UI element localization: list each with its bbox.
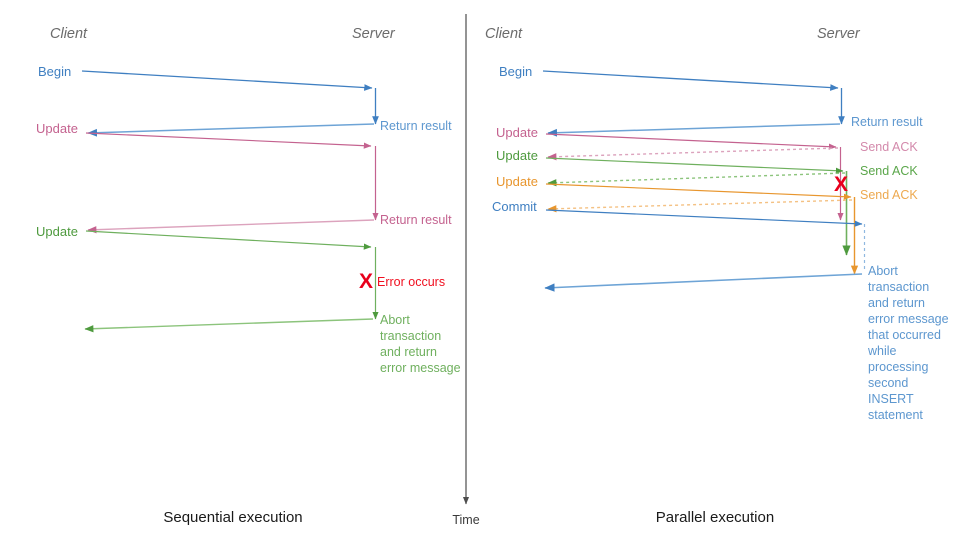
right-message-abort: Abort transaction and return error messa… xyxy=(544,264,949,422)
right-abort-note-line-5: that occurred xyxy=(868,328,941,342)
left-update-2-label: Update xyxy=(36,224,78,239)
right-ack-2: Send ACK xyxy=(547,164,918,187)
right-panel-caption: Parallel execution xyxy=(656,509,774,526)
right-abort-note-line-1: Abort xyxy=(868,264,898,278)
right-abort-note-line-8: second xyxy=(868,376,908,390)
right-ack-1-dotted-arrow xyxy=(547,147,839,161)
right-message-update-1: Update xyxy=(496,125,837,150)
right-abort-arrow xyxy=(544,273,863,292)
left-message-begin: Begin xyxy=(38,64,373,91)
left-message-return-result-1: Return result xyxy=(87,119,452,137)
right-update-1-arrow xyxy=(545,133,837,150)
right-server-lane-header: Server xyxy=(817,26,861,42)
right-abort-note-line-3: and return xyxy=(868,296,925,310)
right-send-ack-1-note: Send ACK xyxy=(860,140,918,154)
right-abort-note-line-10: statement xyxy=(868,408,923,422)
left-panel: Client Server Begin Return result Update… xyxy=(36,26,461,526)
left-abort-note-line-3: and return xyxy=(380,345,437,359)
left-abort-note-line-2: transaction xyxy=(380,329,441,343)
right-update-3-arrow xyxy=(545,183,852,200)
left-update-2-arrow xyxy=(85,230,372,250)
right-message-update-3: Update xyxy=(496,174,852,200)
right-ack-3-dotted-arrow xyxy=(547,199,853,213)
left-return-result-2-note: Return result xyxy=(380,213,452,227)
error-x-icon: X xyxy=(359,270,373,293)
left-return-result-1-note: Return result xyxy=(380,119,452,133)
left-panel-caption: Sequential execution xyxy=(163,509,302,526)
right-update-1-label: Update xyxy=(496,125,538,140)
right-ack-1: Send ACK xyxy=(547,140,918,161)
right-ack-3: Send ACK xyxy=(547,188,918,213)
left-message-return-result-2: Return result xyxy=(87,213,452,234)
right-begin-arrow xyxy=(542,70,839,91)
right-return-result-note: Return result xyxy=(851,115,923,129)
right-return-result-arrow xyxy=(547,123,841,137)
right-send-ack-2-note: Send ACK xyxy=(860,164,918,178)
right-ack-2-dotted-arrow xyxy=(547,172,846,187)
left-message-abort: Abort transaction and return error messa… xyxy=(84,313,461,375)
right-error-x-icon: X xyxy=(834,173,848,196)
left-abort-arrow xyxy=(84,318,374,333)
time-axis: Time xyxy=(452,14,480,527)
right-send-ack-3-note: Send ACK xyxy=(860,188,918,202)
right-abort-note-line-6: while xyxy=(867,344,897,358)
right-commit-label: Commit xyxy=(492,199,537,214)
left-begin-label: Begin xyxy=(38,64,71,79)
right-message-begin: Begin xyxy=(499,64,839,91)
left-abort-note-line-4: error message xyxy=(380,361,461,375)
right-client-lane-header: Client xyxy=(485,26,523,42)
right-update-2-arrow xyxy=(545,157,844,174)
left-client-lane-header: Client xyxy=(50,26,88,42)
right-message-update-2: Update xyxy=(496,148,844,174)
left-return-result-2-arrow xyxy=(87,219,375,234)
right-abort-note-line-4: error message xyxy=(868,312,949,326)
left-return-result-1-arrow xyxy=(87,123,375,137)
left-update-1-label: Update xyxy=(36,121,78,136)
right-commit-arrow xyxy=(545,209,863,227)
left-abort-note-line-1: Abort xyxy=(380,313,410,327)
left-update-1-arrow xyxy=(85,132,372,149)
right-message-return-result: Return result xyxy=(547,115,923,137)
left-message-update-2: Update xyxy=(36,224,372,250)
right-update-2-label: Update xyxy=(496,148,538,163)
left-message-update-1: Update xyxy=(36,121,372,149)
right-begin-label: Begin xyxy=(499,64,532,79)
right-update-3-label: Update xyxy=(496,174,538,189)
left-server-lane-header: Server xyxy=(352,26,396,42)
right-panel: Client Server Begin Return result Update… xyxy=(485,26,949,526)
left-error-occurs-label: Error occurs xyxy=(377,275,445,289)
left-error-marker: X Error occurs xyxy=(359,270,445,293)
right-abort-note-line-2: transaction xyxy=(868,280,929,294)
right-abort-note-line-9: INSERT xyxy=(868,392,914,406)
right-abort-note-line-7: processing xyxy=(868,360,928,374)
right-message-commit: Commit xyxy=(492,199,863,227)
time-axis-label: Time xyxy=(452,513,479,527)
left-begin-arrow xyxy=(81,70,373,91)
